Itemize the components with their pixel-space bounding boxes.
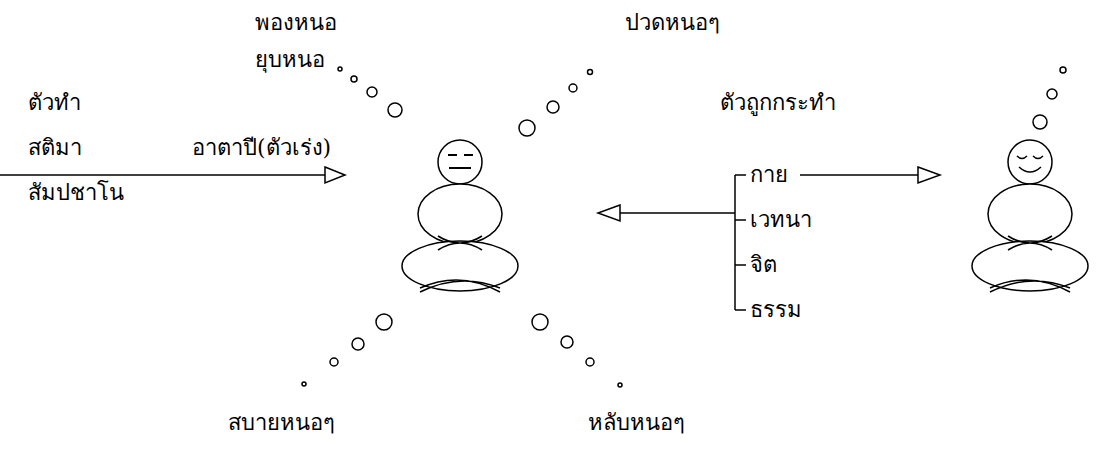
smile xyxy=(1019,167,1041,172)
bracket-tick xyxy=(735,219,746,221)
mouth xyxy=(449,167,471,169)
lap xyxy=(972,241,1088,291)
bubble xyxy=(376,314,392,330)
bubble xyxy=(588,70,593,75)
bracket-line xyxy=(734,175,736,310)
meditator-figure xyxy=(402,140,518,292)
bracket-tick xyxy=(735,309,746,311)
label: อาตาปี(ตัวเร่ง) xyxy=(192,133,331,163)
bracket-tick xyxy=(735,174,746,176)
bracket xyxy=(735,175,746,310)
bracket-tick xyxy=(735,264,746,266)
label: สัมปชาโน xyxy=(28,178,124,208)
label: ยุบหนอ xyxy=(255,45,325,75)
bubble xyxy=(547,101,559,113)
arrow-head xyxy=(598,205,620,221)
bubble xyxy=(569,84,577,92)
label: พองหนอ xyxy=(255,8,337,38)
target-arrow xyxy=(598,205,735,221)
arrow-line xyxy=(620,212,735,214)
arrow-head xyxy=(325,167,345,183)
hands xyxy=(438,236,482,250)
torso xyxy=(418,184,502,244)
eye xyxy=(448,154,457,156)
label: สติมา xyxy=(28,133,82,163)
bubble xyxy=(618,383,622,387)
label: เวทนา xyxy=(750,205,812,235)
bubble xyxy=(367,87,377,97)
arrow-line xyxy=(0,174,325,176)
bubble xyxy=(388,103,402,117)
eye xyxy=(464,154,473,156)
label: กาย xyxy=(750,160,788,190)
bubble xyxy=(1033,115,1047,129)
hands xyxy=(1008,236,1052,250)
legs xyxy=(990,280,1070,292)
arrow-line xyxy=(800,174,918,176)
bubble xyxy=(330,358,338,366)
label: ปวดหนอๆ xyxy=(625,8,720,38)
torso xyxy=(988,184,1072,244)
head xyxy=(1008,140,1052,184)
arrow-head xyxy=(918,167,940,183)
smiling-meditator xyxy=(972,67,1088,292)
bubble xyxy=(519,120,535,136)
label: ตัวถูกกระทำ xyxy=(720,88,836,118)
label: สบายหนอๆ xyxy=(228,408,335,438)
label: หลับหนอๆ xyxy=(588,408,685,438)
legs xyxy=(420,280,500,292)
eyes xyxy=(1017,156,1043,159)
bubble xyxy=(351,76,357,82)
label: ธรรม xyxy=(750,295,802,325)
bubble xyxy=(1047,89,1057,99)
label: จิต xyxy=(750,250,777,280)
label: ตัวทำ xyxy=(28,88,81,118)
bubble xyxy=(586,358,594,366)
bubble xyxy=(561,336,573,348)
lap xyxy=(402,241,518,291)
bubble xyxy=(302,382,306,386)
bubble xyxy=(1060,67,1066,73)
bubble xyxy=(532,314,548,330)
bubble xyxy=(352,338,364,350)
bubble xyxy=(338,67,342,71)
head xyxy=(438,140,482,184)
result-arrow xyxy=(800,167,940,183)
thought-bubbles xyxy=(302,67,622,387)
